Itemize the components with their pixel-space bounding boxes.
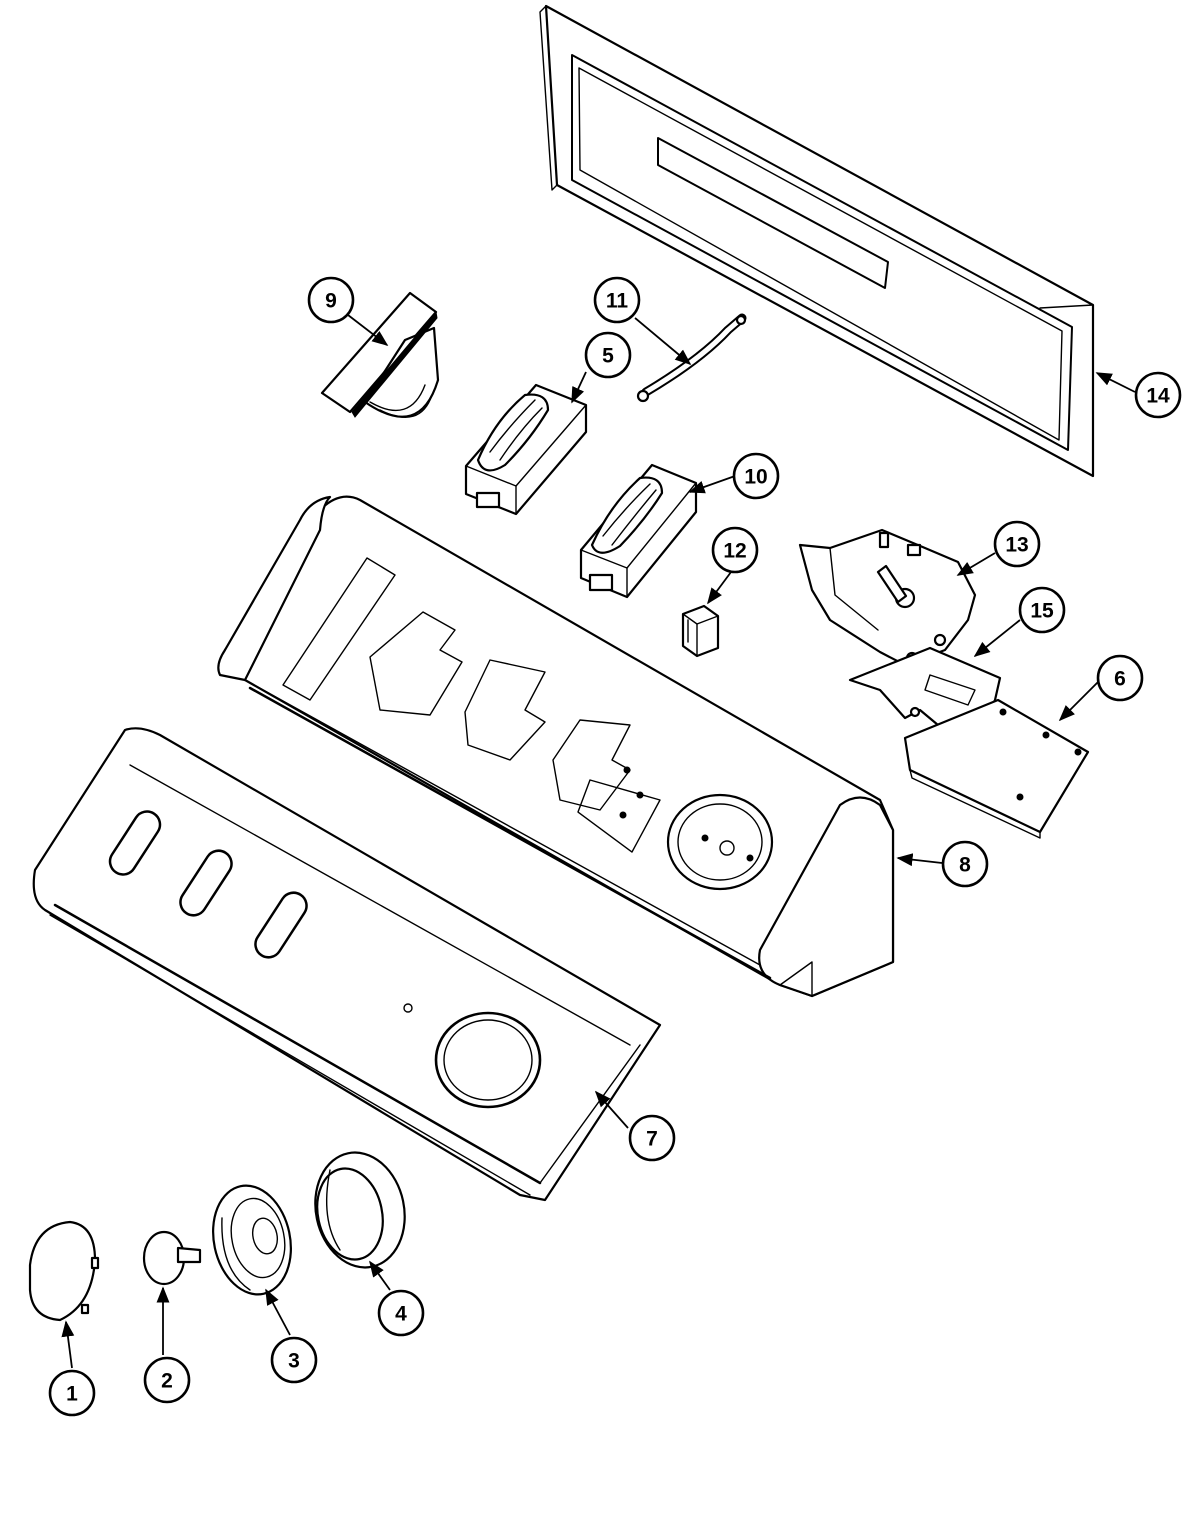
callout-7-label: 7 <box>646 1128 658 1151</box>
callout-1: 1 <box>48 1369 96 1417</box>
callout-9: 9 <box>307 276 355 324</box>
callout-13-label: 13 <box>1005 534 1028 557</box>
callout-15: 15 <box>1018 586 1066 634</box>
callout-2: 2 <box>143 1356 191 1404</box>
callout-4-label: 4 <box>395 1303 407 1326</box>
callout-12: 12 <box>711 526 759 574</box>
callout-9-label: 9 <box>325 290 337 313</box>
callout-3: 3 <box>270 1336 318 1384</box>
callout-8-label: 8 <box>959 854 971 877</box>
part-14-rear-panel[interactable] <box>539 4 1095 478</box>
part-9-switch[interactable] <box>320 291 440 418</box>
callout-14-label: 14 <box>1146 385 1170 408</box>
part-8-control-housing[interactable] <box>217 495 895 998</box>
part-12-clip[interactable] <box>681 604 720 658</box>
callout-13: 13 <box>993 520 1041 568</box>
callout-5-label: 5 <box>602 345 614 368</box>
callout-10: 10 <box>732 452 780 500</box>
leader-lines <box>61 314 1136 1369</box>
part-4-knob[interactable] <box>305 1144 415 1276</box>
callout-14: 14 <box>1134 371 1182 419</box>
part-3-knob-skirt[interactable] <box>203 1178 300 1301</box>
part-10-selector-switch[interactable] <box>579 463 698 599</box>
part-6-mounting-plate[interactable] <box>903 698 1090 839</box>
part-1-cap[interactable] <box>28 1220 100 1322</box>
part-5-selector-switch[interactable] <box>464 383 588 516</box>
callout-3-label: 3 <box>288 1350 300 1373</box>
callout-5: 5 <box>584 331 632 379</box>
callout-11-label: 11 <box>606 290 629 313</box>
callout-1-label: 1 <box>66 1383 78 1406</box>
callout-6-label: 6 <box>1114 668 1126 691</box>
callout-2-label: 2 <box>161 1370 173 1393</box>
part-13-timer[interactable] <box>798 528 977 667</box>
callout-7: 7 <box>628 1114 676 1162</box>
callout-12-label: 12 <box>723 540 746 563</box>
callout-4: 4 <box>377 1289 425 1337</box>
part-11-hose[interactable] <box>636 313 747 403</box>
callout-15-label: 15 <box>1030 600 1054 623</box>
part-7-front-panel[interactable] <box>32 727 662 1202</box>
callout-8: 8 <box>941 840 989 888</box>
callout-6: 6 <box>1096 654 1144 702</box>
callout-11: 11 <box>593 276 641 324</box>
part-2-insert[interactable] <box>142 1230 202 1286</box>
callout-10-label: 10 <box>744 466 767 489</box>
